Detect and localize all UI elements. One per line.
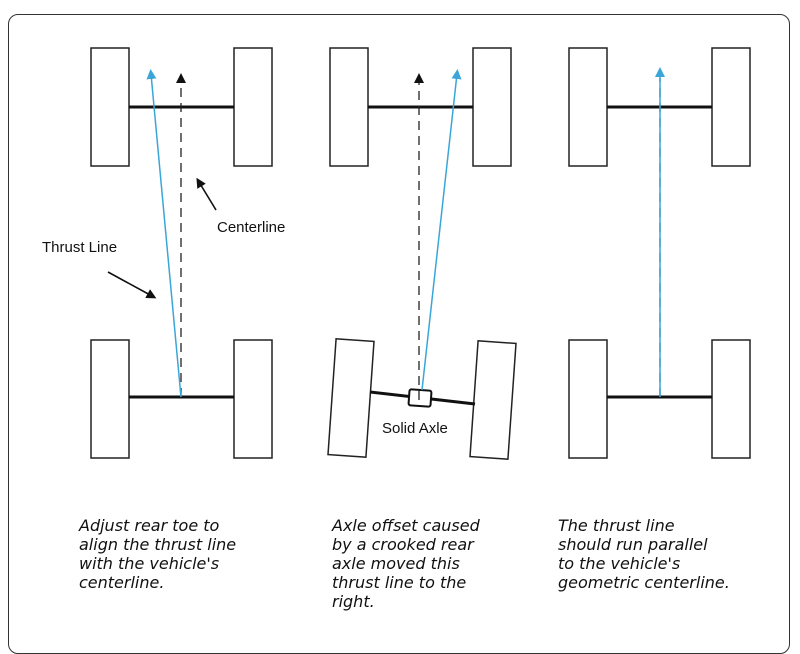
front-left-wheel [90,47,130,167]
rear-right-wheel [233,339,273,459]
caption-panel-1: Adjust rear toe to align the thrust line… [79,516,237,592]
front-right-wheel [472,47,512,167]
axle-differential [407,388,433,408]
thrust-line [146,69,182,398]
caption-panel-3: The thrust line should run parallel to t… [558,516,730,592]
thrust-line-label: Thrust Line [42,239,117,256]
centerline-label: Centerline [217,219,285,236]
front-right-wheel [233,47,273,167]
rear-right-wheel [469,340,517,460]
panel-2: Solid Axle [327,47,517,460]
panel-1: Centerline Thrust Line [42,47,285,459]
panel-3 [568,47,751,459]
solid-axle-label: Solid Axle [382,420,448,437]
thrust-line [421,69,462,391]
front-left-wheel [329,47,369,167]
thrust-line-pointer-arrow [107,271,157,299]
rear-left-wheel [327,338,375,458]
centerline-pointer-arrow [196,177,217,211]
rear-left-wheel [90,339,130,459]
rear-right-wheel [711,339,751,459]
rear-left-wheel [568,339,608,459]
front-left-wheel [568,47,608,167]
caption-panel-2: Axle offset caused by a crooked rear axl… [332,516,480,611]
front-right-wheel [711,47,751,167]
